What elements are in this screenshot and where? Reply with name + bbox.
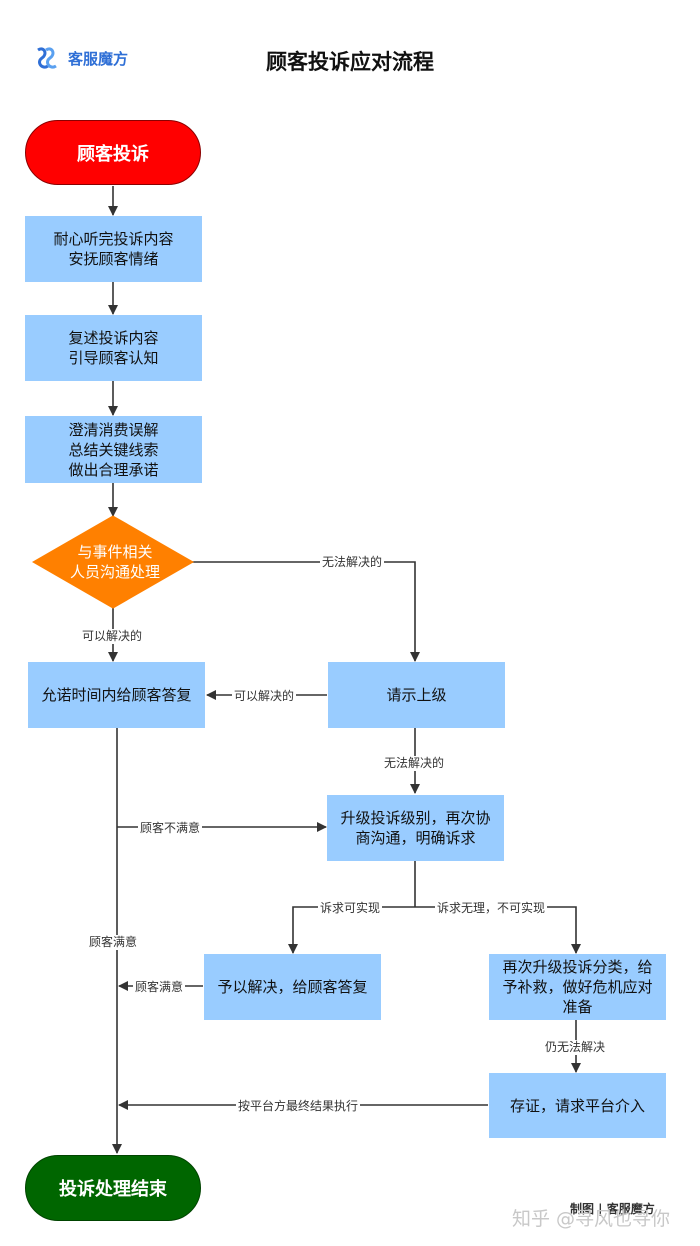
arrow-decision-to-escalate	[192, 561, 420, 662]
start-label: 顾客投诉	[77, 143, 149, 165]
step-listen: 耐心听完投诉内容 安抚顾客情绪	[25, 216, 202, 282]
step-restate: 复述投诉内容 引导顾客认知	[25, 315, 202, 381]
edge-label-satisfied-1: 顾客满意	[87, 935, 140, 950]
edge-label-still-unsolved: 仍无法解决	[543, 1040, 608, 1055]
step-clarify: 澄清消费误解 总结关键线索 做出合理承诺	[25, 416, 202, 483]
start-node: 顾客投诉	[25, 120, 201, 185]
edge-label-platform-result: 按平台方最终结果执行	[236, 1099, 361, 1114]
step-upgrade: 升级投诉级别，再次协商沟通，明确诉求	[327, 795, 504, 861]
step-reclassify: 再次升级投诉分类，给予补救，做好危机应对准备	[489, 954, 666, 1020]
step-restate-label: 复述投诉内容 引导顾客认知	[68, 329, 159, 367]
credit-text: 制图 | 客服魔方	[570, 1202, 655, 1216]
step-upgrade-label: 升级投诉级别，再次协商沟通，明确诉求	[340, 809, 491, 847]
edge-label-unsatisfied: 顾客不满意	[138, 821, 203, 836]
step-promise-label: 允诺时间内给顾客答复	[41, 686, 192, 704]
edge-label-can-resolve-1: 可以解决的	[80, 629, 145, 644]
decision-label: 与事件相关 人员沟通处理	[69, 543, 160, 581]
decision-diamond	[31, 515, 195, 609]
edge-label-cannot-resolve-1: 无法解决的	[320, 555, 385, 570]
edge-label-can-resolve-2: 可以解决的	[232, 689, 297, 704]
end-label: 投诉处理结束	[59, 1179, 167, 1200]
logo-text: 客服魔方	[68, 49, 129, 68]
edge-label-demand-bad: 诉求无理，不可实现	[435, 901, 548, 916]
step-escalate: 请示上级	[328, 662, 505, 728]
edge-label-satisfied-2: 顾客满意	[133, 980, 186, 995]
step-evidence-label: 存证，请求平台介入	[509, 1096, 645, 1115]
step-escalate-label: 请示上级	[386, 686, 447, 704]
brand-logo: 客服魔方	[34, 44, 128, 72]
page-title: 顾客投诉应对流程	[266, 50, 434, 74]
step-reclassify-label: 再次升级投诉分类，给予补救，做好危机应对准备	[502, 958, 653, 1016]
edge-label-demand-ok: 诉求可实现	[318, 901, 383, 916]
step-resolve-label: 予以解决，给顾客答复	[217, 978, 368, 996]
step-evidence: 存证，请求平台介入	[489, 1073, 666, 1138]
edge-label-cannot-resolve-2: 无法解决的	[382, 756, 447, 771]
step-clarify-label: 澄清消费误解 总结关键线索 做出合理承诺	[68, 420, 159, 479]
watermark: 知乎 @寻风也寻你	[512, 1208, 671, 1230]
logo-icon	[37, 47, 57, 69]
end-node: 投诉处理结束	[25, 1155, 201, 1221]
step-promise: 允诺时间内给顾客答复	[28, 662, 205, 728]
step-resolve: 予以解决，给顾客答复	[204, 954, 381, 1020]
step-listen-label: 耐心听完投诉内容 安抚顾客情绪	[53, 230, 174, 268]
